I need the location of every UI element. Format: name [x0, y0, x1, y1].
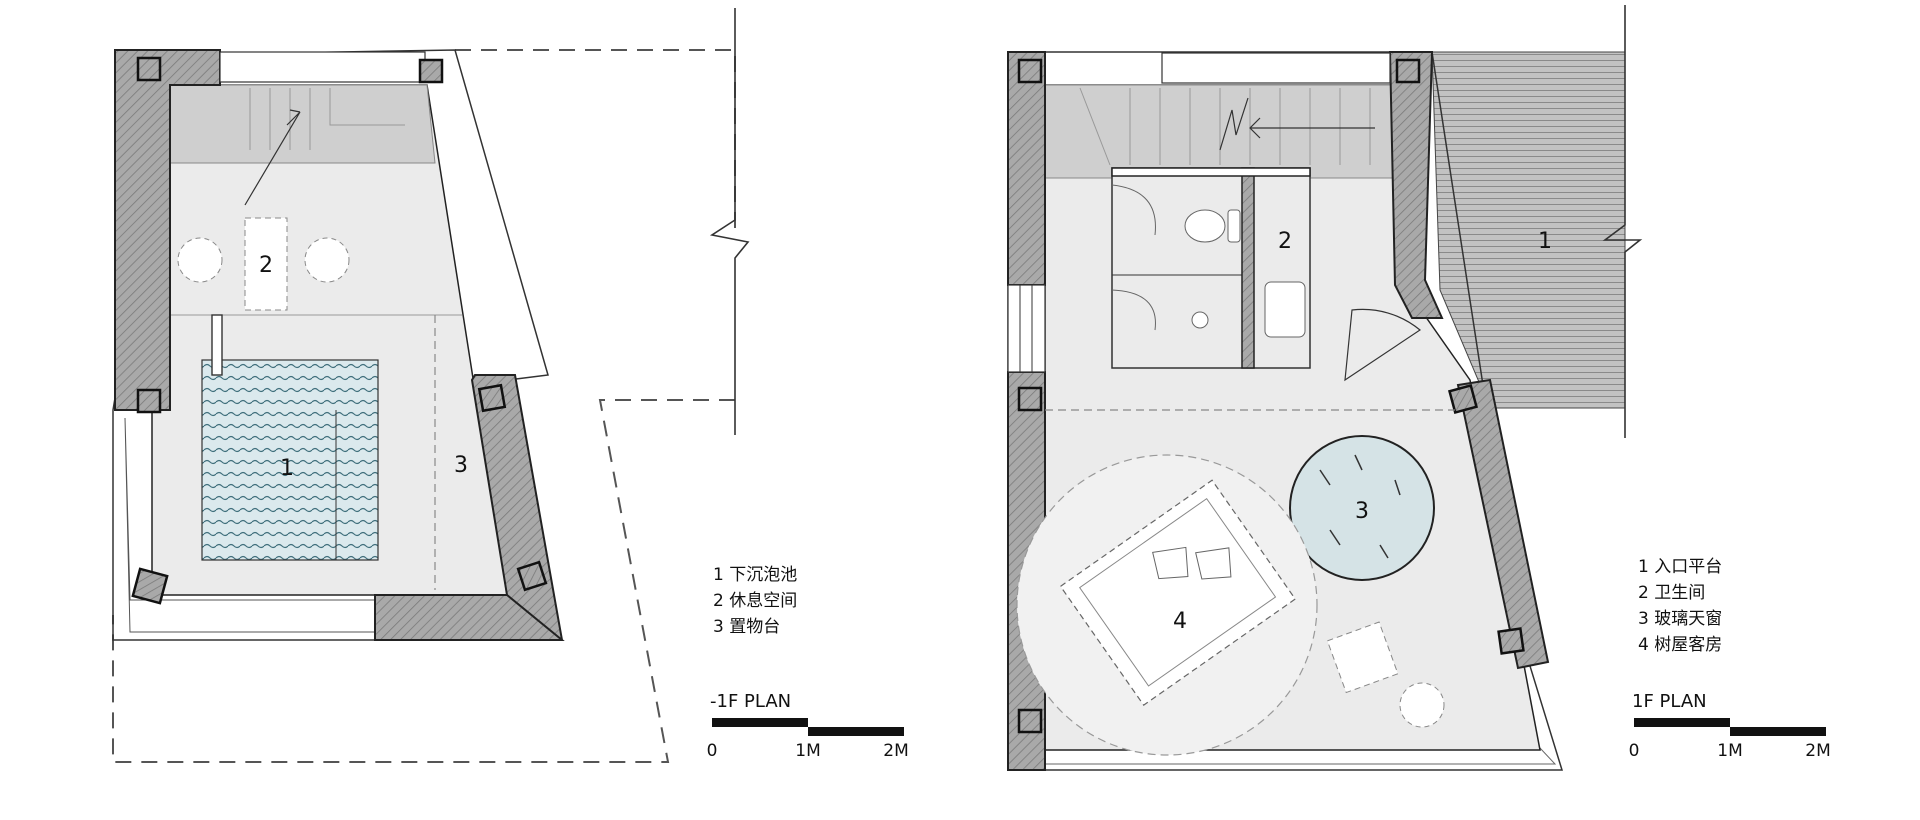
ground-legend-4: 4 树屋客房 — [1638, 635, 1722, 655]
ground-plan-title: 1F PLAN — [1632, 691, 1707, 712]
ground-marker-4: 4 — [1173, 609, 1187, 634]
east-wall-1f — [1456, 378, 1550, 670]
lounge-table — [244, 217, 288, 311]
stool-left — [177, 237, 223, 283]
entry-door — [1344, 308, 1422, 382]
ground-legend-3: 3 玻璃天窗 — [1638, 609, 1722, 629]
deck-break-line — [1602, 5, 1643, 438]
ground-scale-1m: 1M — [1717, 741, 1742, 761]
stool-right — [304, 237, 350, 283]
basement-scale-0: 0 — [707, 741, 718, 761]
ground-legend-1: 1 入口平台 — [1638, 557, 1722, 577]
basement-marker-1: 1 — [280, 456, 294, 481]
basement-legend-1: 1 下沉泡池 — [713, 565, 797, 585]
basement-scale-1m: 1M — [795, 741, 820, 761]
stair-area-1f — [1044, 84, 1401, 179]
basement-legend-2: 2 休息空间 — [713, 591, 797, 611]
toilet-icon — [1184, 209, 1226, 243]
break-line — [709, 8, 750, 435]
site-boundary-bottom — [112, 399, 735, 763]
west-wall — [114, 49, 221, 411]
basement-marker-3: 3 — [454, 453, 468, 478]
sink-icon — [1264, 281, 1306, 338]
ground-marker-1: 1 — [1538, 229, 1552, 254]
side-table — [1326, 621, 1399, 694]
basement-scale-2m: 2M — [883, 741, 908, 761]
bathroom — [1111, 167, 1311, 369]
site-boundary-top — [455, 49, 736, 235]
pool-ladder — [211, 314, 223, 376]
basement-marker-2: 2 — [259, 253, 273, 278]
basement-legend-3: 3 置物台 — [713, 617, 780, 637]
bed-icon — [1059, 479, 1297, 706]
basement-scale-bar — [712, 718, 904, 736]
structural-columns-1f — [1017, 58, 1525, 734]
stair-area — [169, 84, 436, 164]
south-wall — [374, 594, 565, 641]
ground-marker-3: 3 — [1355, 499, 1369, 524]
west-window-1f — [1007, 284, 1046, 373]
basement-plan: 1 2 3 1 下沉泡池 2 休息空间 3 置物台 -1F PLAN 0 1M … — [112, 8, 909, 763]
north-east-wall-1f — [1388, 51, 1444, 319]
ground-marker-2: 2 — [1278, 229, 1292, 254]
ground-plan: 1 2 3 4 1 入口平台 2 卫生间 3 玻璃天窗 4 树屋客房 1F PL… — [1007, 5, 1831, 771]
ground-scale-0: 0 — [1629, 741, 1640, 761]
sunken-pool — [201, 359, 379, 561]
structural-columns — [131, 56, 548, 605]
ground-legend-2: 2 卫生间 — [1638, 583, 1705, 603]
north-window-1f — [1161, 52, 1391, 84]
entrance-deck — [1431, 51, 1626, 409]
shower-drain-icon — [1191, 311, 1209, 329]
side-stool — [1399, 682, 1445, 728]
ground-scale-2m: 2M — [1805, 741, 1830, 761]
ground-scale-bar — [1634, 718, 1826, 736]
north-window — [219, 51, 426, 83]
west-wall-1f — [1007, 51, 1046, 286]
basement-plan-title: -1F PLAN — [710, 691, 791, 712]
glass-skylight — [1289, 435, 1435, 581]
